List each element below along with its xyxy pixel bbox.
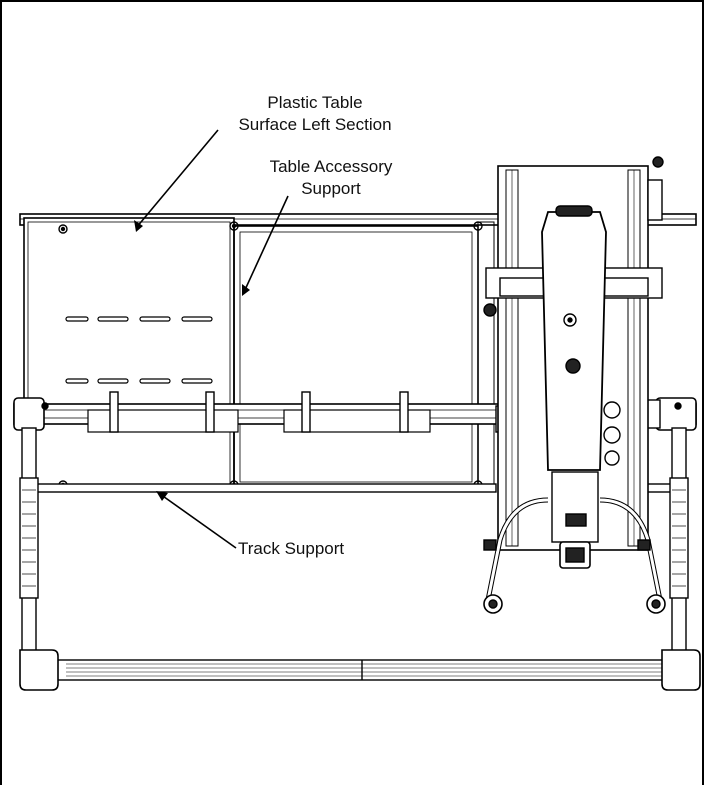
bottom-rail [19, 649, 701, 691]
callout-plastic-table-line1: Plastic Table [267, 93, 363, 112]
callout-track-support-label: Track Support [238, 539, 345, 558]
table-slots [65, 316, 213, 384]
left-leg [19, 427, 39, 669]
plastic-table-left-section [23, 217, 239, 491]
callout-table-accessory-line1: Table Accessory [269, 157, 393, 176]
leader-arrows [134, 129, 289, 549]
callout-table-accessory-line2: Support [301, 179, 361, 198]
callout-table-accessory: Table Accessory Support [236, 156, 426, 200]
machine-head [541, 205, 621, 569]
handlebars [483, 497, 666, 614]
right-leg [669, 427, 689, 669]
table-accessory-support [233, 221, 495, 493]
callout-plastic-table: Plastic Table Surface Left Section [200, 92, 430, 136]
callout-plastic-table-line2: Surface Left Section [238, 115, 392, 134]
callout-track-support: Track Support [238, 538, 344, 560]
